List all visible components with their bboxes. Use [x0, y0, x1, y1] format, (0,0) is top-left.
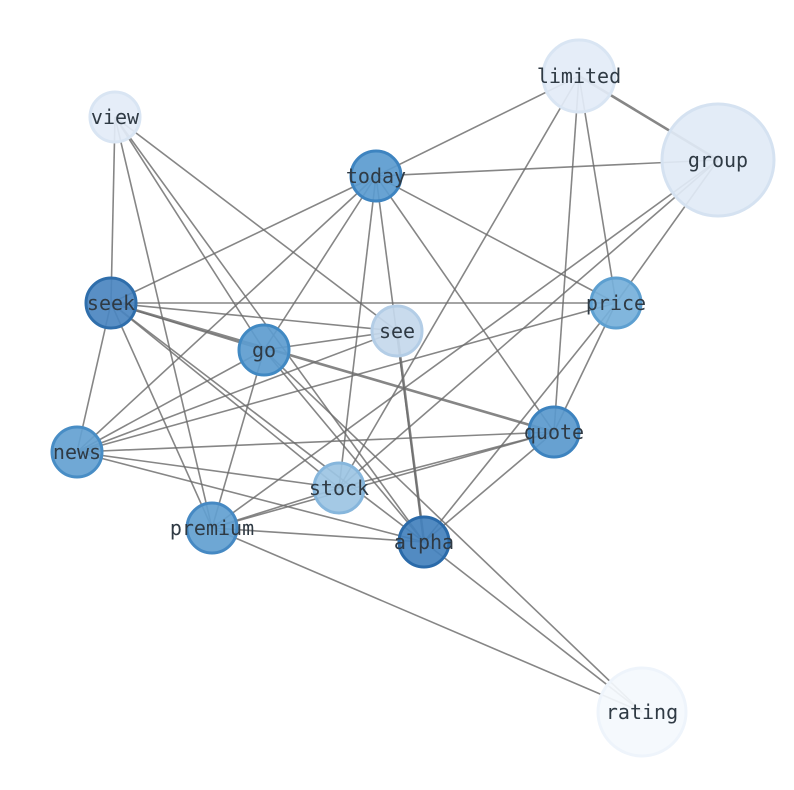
node-label-alpha: alpha [394, 530, 454, 554]
edge-limited-today [375, 75, 580, 177]
node-group: group [660, 102, 776, 218]
node-label-price: price [586, 291, 646, 315]
edge-premium-rating [211, 527, 643, 713]
node-label-stock: stock [309, 476, 369, 500]
edge-alpha-rating [423, 541, 643, 713]
edge-see-news [76, 330, 398, 453]
node-stock: stock [309, 461, 369, 515]
edge-seek-alpha [110, 302, 425, 543]
edge-quote-news [76, 431, 555, 453]
node-label-rating: rating [606, 700, 678, 724]
edge-limited-price [578, 75, 617, 304]
node-circle-stock [312, 461, 366, 515]
edge-view-see [114, 116, 398, 332]
edge-view-seek [110, 116, 116, 304]
edge-seek-see [110, 302, 398, 332]
edge-seek-premium [110, 302, 213, 529]
edge-quote-premium [211, 431, 555, 529]
node-circle-price [589, 276, 643, 330]
edge-premium-alpha [211, 527, 425, 543]
edge-today-stock [338, 175, 377, 489]
node-premium: premium [170, 501, 254, 555]
node-quote: quote [524, 405, 584, 459]
edge-quote-alpha [423, 431, 555, 543]
edge-view-go [114, 116, 265, 351]
edge-go-rating [263, 349, 643, 713]
edge-go-premium [211, 349, 265, 529]
edge-price-news [76, 302, 617, 453]
node-circle-premium [185, 501, 239, 555]
edge-view-premium [114, 116, 213, 529]
node-label-premium: premium [170, 516, 254, 540]
edge-news-stock [76, 451, 340, 489]
node-alpha: alpha [394, 515, 454, 569]
node-label-go: go [252, 338, 276, 362]
node-rating: rating [596, 666, 688, 758]
node-view: view [88, 90, 142, 144]
node-layer: limited group view today seek price see go quote… [50, 38, 776, 758]
edge-today-go [263, 175, 377, 351]
node-label-quote: quote [524, 420, 584, 444]
node-label-limited: limited [537, 64, 621, 88]
edge-see-alpha [395, 330, 426, 543]
node-label-today: today [346, 164, 406, 188]
edge-today-seek [110, 175, 377, 304]
edge-price-alpha [423, 302, 617, 543]
edge-group-stock [338, 159, 719, 489]
node-news: news [50, 425, 104, 479]
node-circle-group [660, 102, 776, 218]
node-circle-see [370, 304, 424, 358]
edge-go-news [76, 349, 265, 453]
edge-go-alpha [263, 349, 425, 543]
edge-today-quote [375, 175, 555, 433]
edge-limited-stock [338, 75, 580, 489]
node-circle-news [50, 425, 104, 479]
node-limited: limited [537, 38, 621, 114]
edge-seek-quote [110, 301, 555, 434]
node-label-see: see [379, 319, 415, 343]
node-circle-alpha [397, 515, 451, 569]
node-label-view: view [91, 105, 140, 129]
node-circle-view [88, 90, 142, 144]
node-price: price [586, 276, 646, 330]
node-see: see [370, 304, 424, 358]
node-circle-quote [527, 405, 581, 459]
node-circle-go [237, 323, 291, 377]
node-label-news: news [53, 440, 101, 464]
node-circle-limited [541, 38, 617, 114]
edge-limited-quote [553, 75, 580, 433]
edge-news-alpha [76, 451, 425, 543]
node-seek: seek [84, 276, 138, 330]
node-label-seek: seek [87, 291, 135, 315]
node-circle-rating [596, 666, 688, 758]
node-today: today [346, 149, 406, 203]
node-go: go [237, 323, 291, 377]
node-circle-seek [84, 276, 138, 330]
node-label-group: group [688, 148, 748, 172]
edge-today-price [375, 175, 617, 304]
node-circle-today [349, 149, 403, 203]
